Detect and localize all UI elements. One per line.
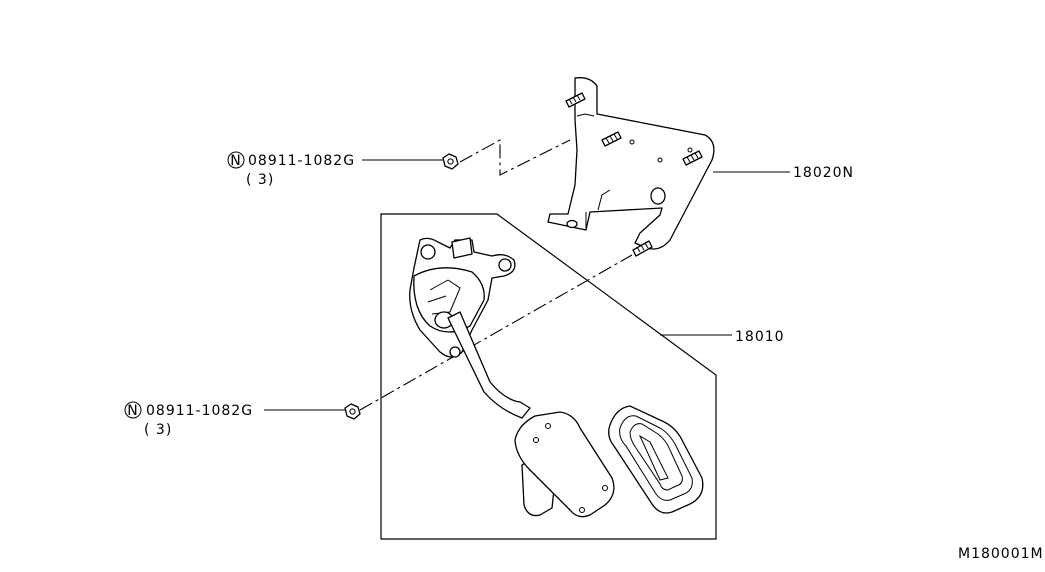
nut-upper-icon [442, 153, 459, 170]
n-symbol-icon [124, 401, 142, 419]
pedal-assembly-outline [380, 213, 717, 540]
stud-4 [632, 240, 653, 257]
mounting-bracket [547, 77, 715, 257]
nut-upper-part-number: 08911-1082G [248, 153, 355, 169]
n-symbol-text: N [127, 403, 138, 419]
leader-lines [264, 159, 790, 411]
nut-lower-callout: N 08911-1082G ( 3) [124, 401, 253, 438]
nut-lower-icon [344, 403, 361, 420]
n-symbol-text: N [230, 153, 241, 169]
pedal-rubber-cover [608, 405, 704, 514]
pedal-housing [409, 237, 516, 358]
pedal-part-number: 18010 [735, 329, 785, 345]
alignment-lines [359, 139, 633, 411]
nut-lower-part-number: 08911-1082G [146, 403, 253, 419]
stud-2 [601, 131, 622, 147]
pedal-pad [514, 411, 615, 518]
stud-1 [565, 92, 586, 108]
n-symbol-icon [227, 151, 245, 169]
nut-upper-quantity: ( 3) [246, 172, 274, 188]
stud-3 [682, 150, 703, 166]
nut-lower-quantity: ( 3) [144, 422, 172, 438]
bracket-part-number: 18020N [793, 165, 854, 181]
nut-upper-callout: N 08911-1082G ( 3) [227, 151, 355, 188]
figure-code: M180001M [958, 546, 1044, 562]
pedal-arm [447, 311, 531, 419]
